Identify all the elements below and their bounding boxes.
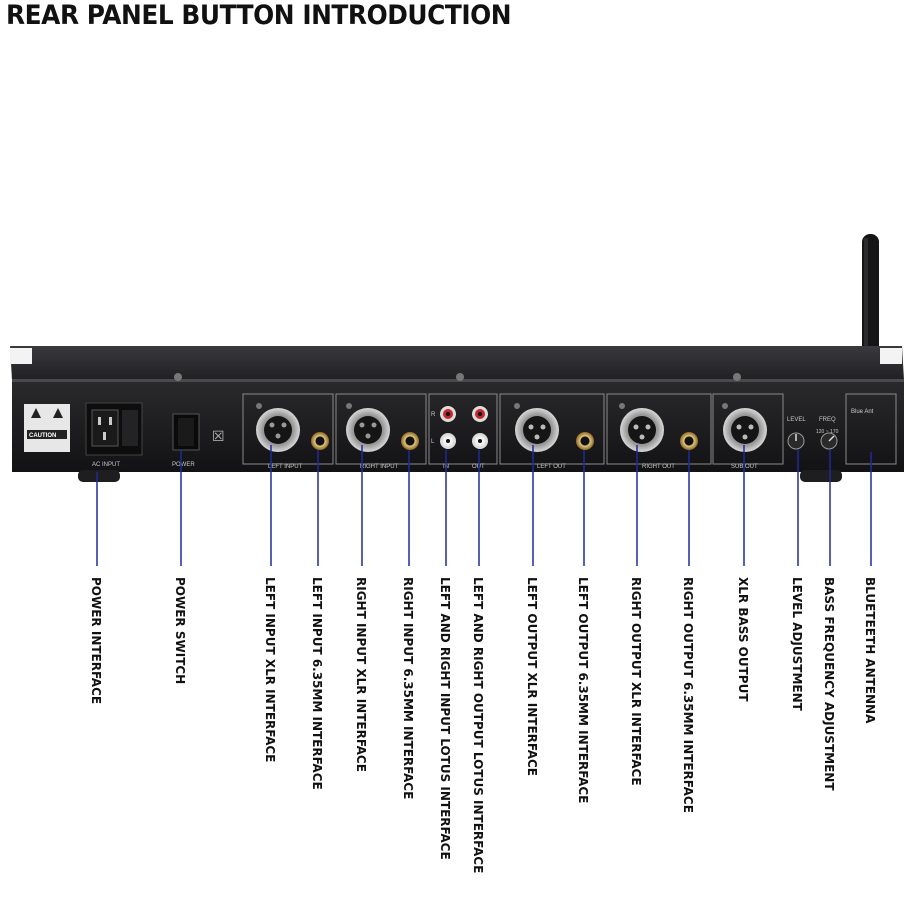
right-input-box (335, 393, 427, 465)
left-out-box (499, 393, 605, 465)
left-input-label: LEFT INPUT (268, 464, 303, 470)
rca-output-jacks[interactable] (472, 406, 488, 449)
freq-range-label: 120 ~ 170 (816, 429, 839, 435)
callout-label: RIGHT OUTPUT XLR INTERFACE (629, 577, 643, 786)
weee-icon: ☒ (212, 429, 225, 445)
right-output-xlr[interactable] (619, 403, 664, 452)
ac-power-inlet[interactable]: AC INPUT (85, 402, 143, 468)
callout-label: LEFT AND RIGHT INPUT LOTUS INTERFACE (438, 577, 452, 860)
freq-knob[interactable] (820, 432, 838, 450)
level-knob[interactable] (787, 432, 805, 450)
callout-label: LEFT INPUT 6.35MM INTERFACE (310, 577, 324, 790)
power-label: POWER (172, 462, 195, 468)
sub-output-xlr[interactable] (722, 403, 767, 452)
callout-label: RIGHT OUTPUT 6.35MM INTERFACE (681, 577, 695, 813)
left-input-xlr[interactable] (256, 403, 300, 452)
left-input-635-jack[interactable] (311, 432, 329, 450)
callout-label: LEFT INPUT XLR INTERFACE (263, 577, 277, 762)
left-output-635-jack[interactable] (576, 432, 594, 450)
right-input-label: RIGHT INPUT (360, 464, 399, 470)
callout-label: XLR BASS OUTPUT (736, 577, 750, 702)
callout-label: RIGHT INPUT 6.35MM INTERFACE (401, 577, 415, 799)
right-out-label: RIGHT OUT (642, 464, 675, 470)
rca-l-label: L (431, 439, 435, 445)
right-out-box (606, 393, 712, 465)
power-switch[interactable]: POWER (172, 413, 200, 468)
right-output-635-jack[interactable] (680, 432, 698, 450)
bt-ant-label: Blue Ant (851, 409, 874, 415)
right-input-xlr[interactable] (346, 403, 390, 452)
rca-r-label: R (431, 412, 436, 418)
left-output-xlr[interactable] (514, 403, 559, 452)
callout-label: LEFT OUTPUT 6.35MM INTERFACE (576, 577, 590, 803)
callout-label: BLUETEETH ANTENNA (863, 577, 877, 724)
callout-label: RIGHT INPUT XLR INTERFACE (354, 577, 368, 772)
freq-label: FREQ (819, 417, 836, 423)
callout-label: LEFT AND RIGHT OUTPUT LOTUS INTERFACE (471, 577, 485, 873)
lotus-box (428, 393, 498, 465)
sub-out-box (712, 393, 784, 465)
callout-label: LEFT OUTPUT XLR INTERFACE (525, 577, 539, 776)
left-out-label: LEFT OUT (537, 464, 566, 470)
callout-label: POWER INTERFACE (89, 577, 103, 704)
callout-label: LEVEL ADJUSTMENT (790, 577, 804, 712)
right-input-635-jack[interactable] (401, 432, 419, 450)
level-label: LEVEL (787, 417, 806, 423)
caution-label: CAUTION (24, 404, 70, 452)
left-input-box (242, 393, 334, 465)
ac-input-label: AC INPUT (92, 462, 120, 468)
page-title: REAR PANEL BUTTON INTRODUCTION (6, 0, 512, 31)
callout-label: BASS FREQUENCY ADJUSTMENT (822, 577, 836, 791)
callout-label: POWER SWITCH (173, 577, 187, 684)
device-chassis (10, 346, 904, 482)
caution-text: CAUTION (29, 433, 56, 439)
rca-input-jacks[interactable] (440, 406, 456, 449)
